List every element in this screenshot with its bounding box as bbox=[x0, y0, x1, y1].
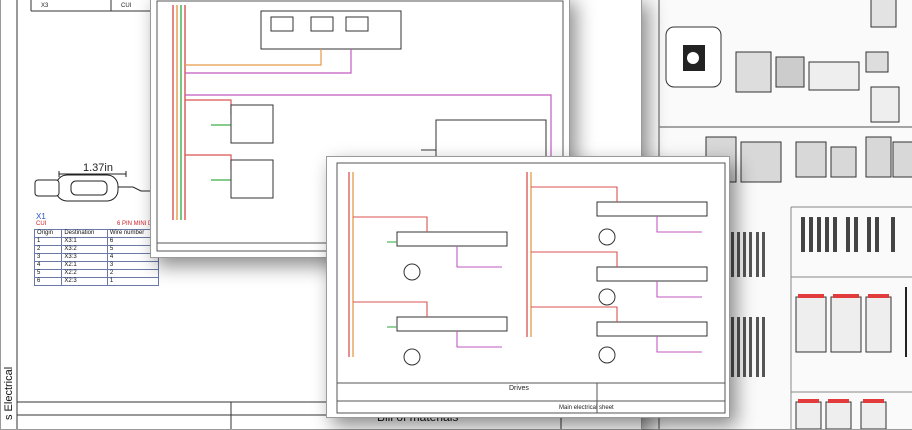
connector-pin-legend: 6 PIN MINI DIN bbox=[117, 221, 159, 227]
cell: 3 bbox=[106, 261, 160, 270]
cell: 1 bbox=[33, 237, 63, 246]
cell: X3:3 bbox=[61, 253, 108, 262]
cell: 4 bbox=[33, 261, 63, 270]
connector-sub: CUI bbox=[36, 221, 47, 227]
cell: 5 bbox=[33, 269, 63, 278]
drives-footer-right: Main electrical sheet bbox=[559, 405, 614, 411]
drives-drawing bbox=[336, 162, 726, 414]
x3-value: CUI bbox=[121, 3, 132, 9]
cell: 2 bbox=[106, 269, 160, 278]
cell: 6 bbox=[33, 277, 63, 286]
drives-title: Drives bbox=[509, 385, 529, 392]
cell: X2:2 bbox=[61, 269, 108, 278]
drives-sheet: Drives Main electrical sheet bbox=[326, 156, 730, 418]
cell: 2 bbox=[33, 245, 63, 254]
header-destination: Destination bbox=[61, 229, 108, 238]
cable-length-label: 1.37in bbox=[83, 162, 113, 174]
cell: X3:1 bbox=[61, 237, 108, 246]
cell: 3 bbox=[33, 253, 63, 262]
header-origin: Origin bbox=[33, 229, 63, 238]
cell: X2:3 bbox=[61, 277, 108, 286]
cell: X2:1 bbox=[61, 261, 108, 270]
cabinet-layout-drawing bbox=[658, 0, 912, 429]
cell: X3:2 bbox=[61, 245, 108, 254]
side-title: s Electrical bbox=[3, 366, 15, 420]
cell: 1 bbox=[106, 277, 160, 286]
connector-id: X1 bbox=[36, 212, 46, 221]
wire-table-header: Origin Destination Wire number bbox=[33, 229, 160, 238]
x3-label: X3 bbox=[41, 3, 49, 9]
